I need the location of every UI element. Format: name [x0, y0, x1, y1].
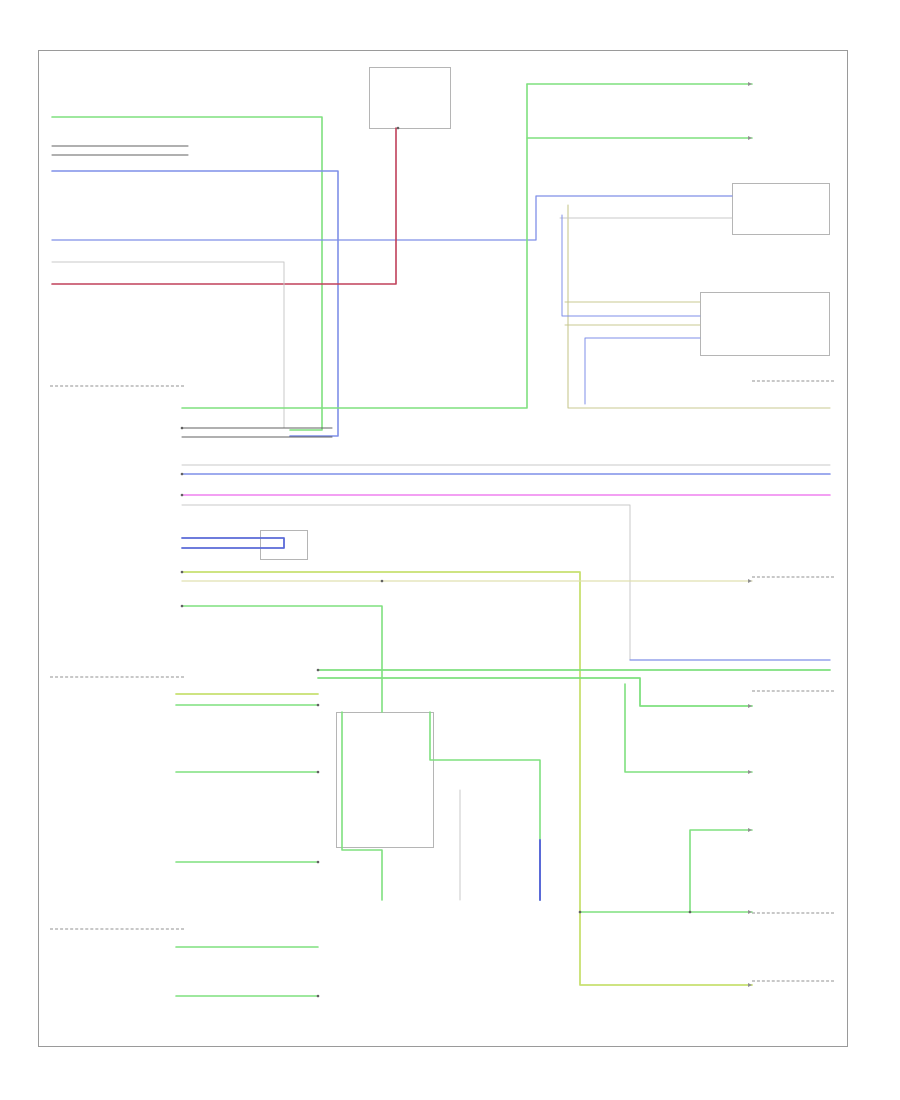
right-dash-4 [752, 912, 834, 914]
pin-markers [180, 126, 692, 998]
right-connector-box-top [732, 183, 830, 235]
wire-blue-4 [584, 337, 701, 405]
wire-green-v2 [429, 711, 541, 901]
center-splice-box [336, 712, 434, 848]
wire-olive-1 [567, 204, 831, 409]
right-dash-1 [752, 380, 834, 382]
diagram-frame [38, 50, 848, 1047]
wire-green-4 [624, 683, 753, 773]
wire-grey-3 [181, 504, 631, 661]
right-dash-2 [752, 576, 834, 578]
wire-blue-1 [51, 170, 339, 437]
left-module-dash-3 [50, 928, 184, 930]
wire-green-br-2 [689, 829, 753, 913]
right-connector-box-mid [700, 292, 830, 356]
wire-green-low [181, 605, 383, 713]
small-connector-box [260, 530, 308, 560]
left-module-dash-1 [50, 385, 184, 387]
wire-grey-1 [51, 261, 285, 429]
wire-blue-2 [51, 195, 733, 241]
wire-yg-1 [181, 571, 753, 986]
wire-green-mid-2 [317, 677, 753, 707]
wire-blue-3 [561, 214, 701, 317]
right-dash-3 [752, 690, 834, 692]
wire-blue-loop [181, 537, 285, 549]
arrow-markers [748, 82, 752, 987]
wire-green-v1 [341, 711, 383, 901]
right-dash-5 [752, 980, 834, 982]
wire-red [51, 127, 397, 285]
wire-green-vert [181, 83, 528, 409]
wire-olive-2 [564, 301, 701, 326]
left-module-dash-2 [50, 676, 184, 678]
wire-green-top [51, 116, 323, 431]
fuse-block-box [369, 67, 451, 129]
